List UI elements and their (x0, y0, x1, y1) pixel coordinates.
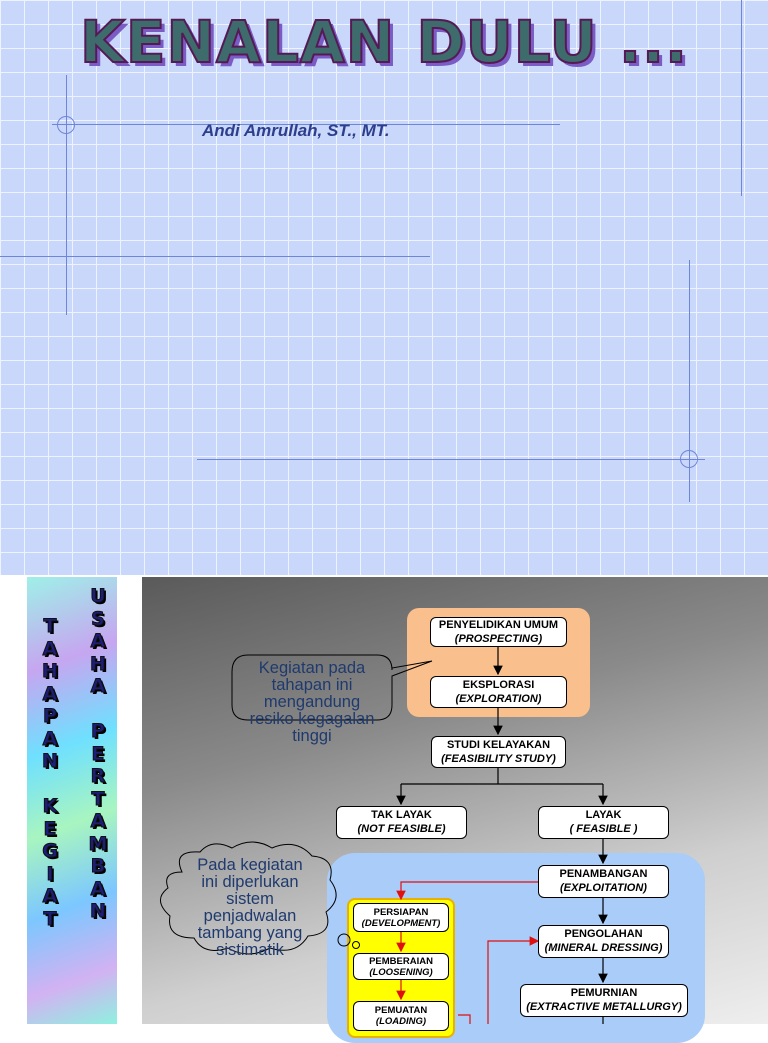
box-exploration: EKSPLORASI (EXPLORATION) (430, 676, 567, 708)
box-loosening: PEMBERAIAN (LOOSENING) (353, 953, 449, 980)
vertical-letter: A (90, 877, 106, 900)
box-prospecting: PENYELIDIKAN UMUM (PROSPECTING) (430, 617, 567, 647)
vertical-letter: N (90, 900, 107, 923)
vertical-letter: A (42, 885, 58, 908)
vertical-letter: A (42, 637, 58, 660)
vertical-letter: T (91, 787, 105, 810)
title-slide: KENALAN DULU ... Andi Amrullah, ST., MT. (0, 0, 768, 575)
vertical-letter: A (42, 727, 58, 750)
vertical-letter: M (88, 832, 108, 855)
vertical-letter: T (43, 907, 57, 930)
box-mineral-dressing: PENGOLAHAN (MINERAL DRESSING) (538, 925, 669, 958)
vertical-letter: I (46, 862, 54, 885)
vertical-letter: E (91, 742, 105, 765)
vertical-letter: A (90, 675, 106, 698)
vertical-letter (95, 698, 102, 721)
vertical-letter: R (90, 765, 106, 788)
vertical-letter: B (90, 855, 106, 878)
box-extractive-metallurgy: PEMURNIAN (EXTRACTIVE METALLURGY) (520, 984, 688, 1017)
vertical-letter: A (90, 630, 106, 653)
vertical-letter: T (43, 615, 57, 638)
vertical-letter: A (90, 810, 106, 833)
box-feasibility-study: STUDI KELAYAKAN (FEASIBILITY STUDY) (431, 736, 566, 768)
box-development: PERSIAPAN (DEVELOPMENT) (353, 903, 449, 932)
box-exploitation: PENAMBANGAN (EXPLOITATION) (538, 865, 669, 898)
callout-text-bottom: Pada kegiatan ini diperlukan sistem penj… (197, 856, 303, 959)
vertical-rule (689, 260, 690, 502)
vertical-letter (47, 773, 54, 796)
slide-title: KENALAN DULU ... (79, 7, 689, 77)
callout-text-top: Kegiatan pada tahapan ini mengandung res… (249, 659, 375, 745)
box-loading: PEMUATAN (LOADING) (353, 1001, 449, 1031)
vertical-letter: N (42, 750, 59, 773)
box-feasible: LAYAK ( FEASIBLE ) (538, 806, 669, 839)
vertical-letter: K (42, 795, 58, 818)
vertical-letter: P (43, 705, 58, 728)
vertical-letter: H (42, 660, 59, 683)
vertical-letter: E (43, 817, 57, 840)
vertical-rule (741, 0, 742, 196)
horizontal-rule (0, 256, 430, 257)
vertical-title-band (27, 577, 117, 1024)
ring-ornament (57, 116, 75, 134)
vertical-letter: U (90, 585, 106, 608)
horizontal-rule (197, 459, 705, 460)
vertical-letter: P (91, 720, 106, 743)
vertical-letter: G (42, 840, 59, 863)
vertical-letter: A (42, 682, 58, 705)
ring-ornament (680, 450, 698, 468)
author-name: Andi Amrullah, ST., MT. (202, 121, 390, 140)
horizontal-rule (52, 124, 560, 125)
vertical-rule (66, 75, 67, 315)
vertical-letter: S (91, 607, 106, 630)
vertical-letter: H (90, 652, 107, 675)
box-not-feasible: TAK LAYAK (NOT FEASIBLE) (336, 806, 467, 839)
